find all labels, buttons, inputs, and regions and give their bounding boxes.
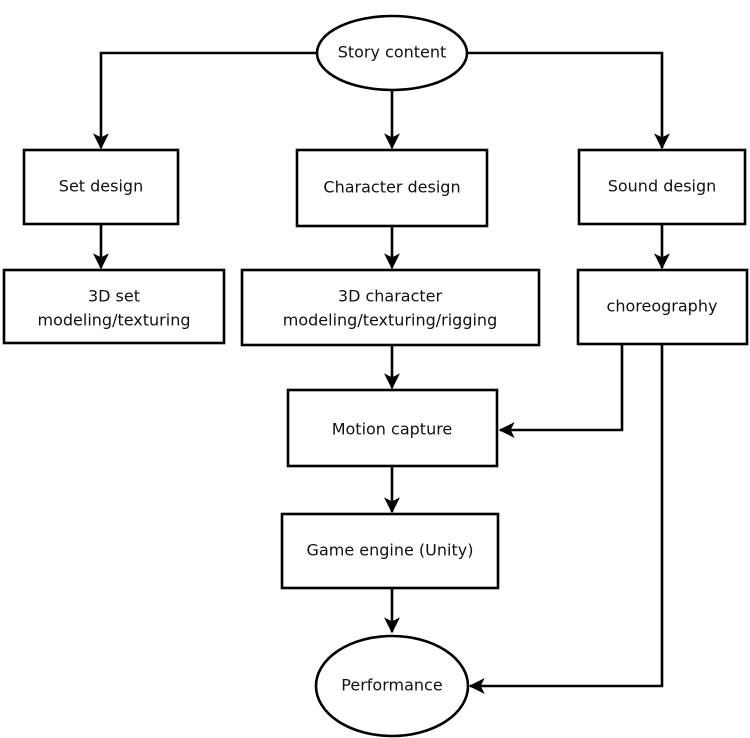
node-performance-label: Performance: [341, 676, 442, 695]
node-set-design-shape: [22, 148, 180, 226]
node-3d-character-modeling-label-line2: modeling/texturing/rigging: [283, 311, 497, 330]
node-sound-design-label: Sound design: [608, 177, 717, 196]
node-sound-design-shape: [577, 148, 747, 226]
node-choreography: choreography: [576, 268, 749, 346]
edges: [93, 51, 670, 694]
edge-choreography-to-motion-capture: [498, 344, 624, 438]
node-game-engine-shape: [280, 512, 500, 590]
node-3d-set-modeling-label-line2: modeling/texturing: [38, 311, 191, 330]
node-motion-capture-label: Motion capture: [332, 420, 453, 439]
node-character-design-label: Character design: [323, 178, 460, 197]
node-set-design: Set design: [22, 148, 180, 226]
node-choreography-label: choreography: [607, 297, 718, 316]
node-story-content: Story content: [315, 14, 469, 92]
node-performance: Performance: [314, 634, 470, 738]
node-3d-set-modeling: 3D set modeling/texturing: [2, 268, 226, 345]
edge-choreography-to-performance: [468, 344, 664, 694]
node-choreography-shape: [576, 268, 749, 346]
node-sound-design: Sound design: [577, 148, 747, 226]
node-3d-character-modeling: 3D character modeling/texturing/rigging: [240, 268, 541, 347]
node-set-design-label: Set design: [59, 177, 143, 196]
node-performance-shape: [314, 634, 470, 738]
node-3d-set-modeling-label-line1: 3D set: [88, 287, 140, 306]
node-3d-set-modeling-shape: [2, 268, 226, 345]
edge-story-to-sound-design: [467, 51, 670, 150]
node-motion-capture-shape: [286, 388, 499, 468]
node-story-content-label: Story content: [338, 43, 447, 62]
node-motion-capture: Motion capture: [286, 388, 499, 468]
node-3d-character-modeling-shape: [240, 268, 541, 347]
node-story-content-shape: [315, 14, 469, 92]
node-3d-character-modeling-label-line1: 3D character: [338, 287, 443, 306]
node-game-engine-label: Game engine (Unity): [307, 541, 474, 560]
node-game-engine: Game engine (Unity): [280, 512, 500, 590]
edge-story-to-set-design: [93, 51, 316, 150]
node-character-design-shape: [295, 148, 489, 228]
node-character-design: Character design: [295, 148, 489, 228]
